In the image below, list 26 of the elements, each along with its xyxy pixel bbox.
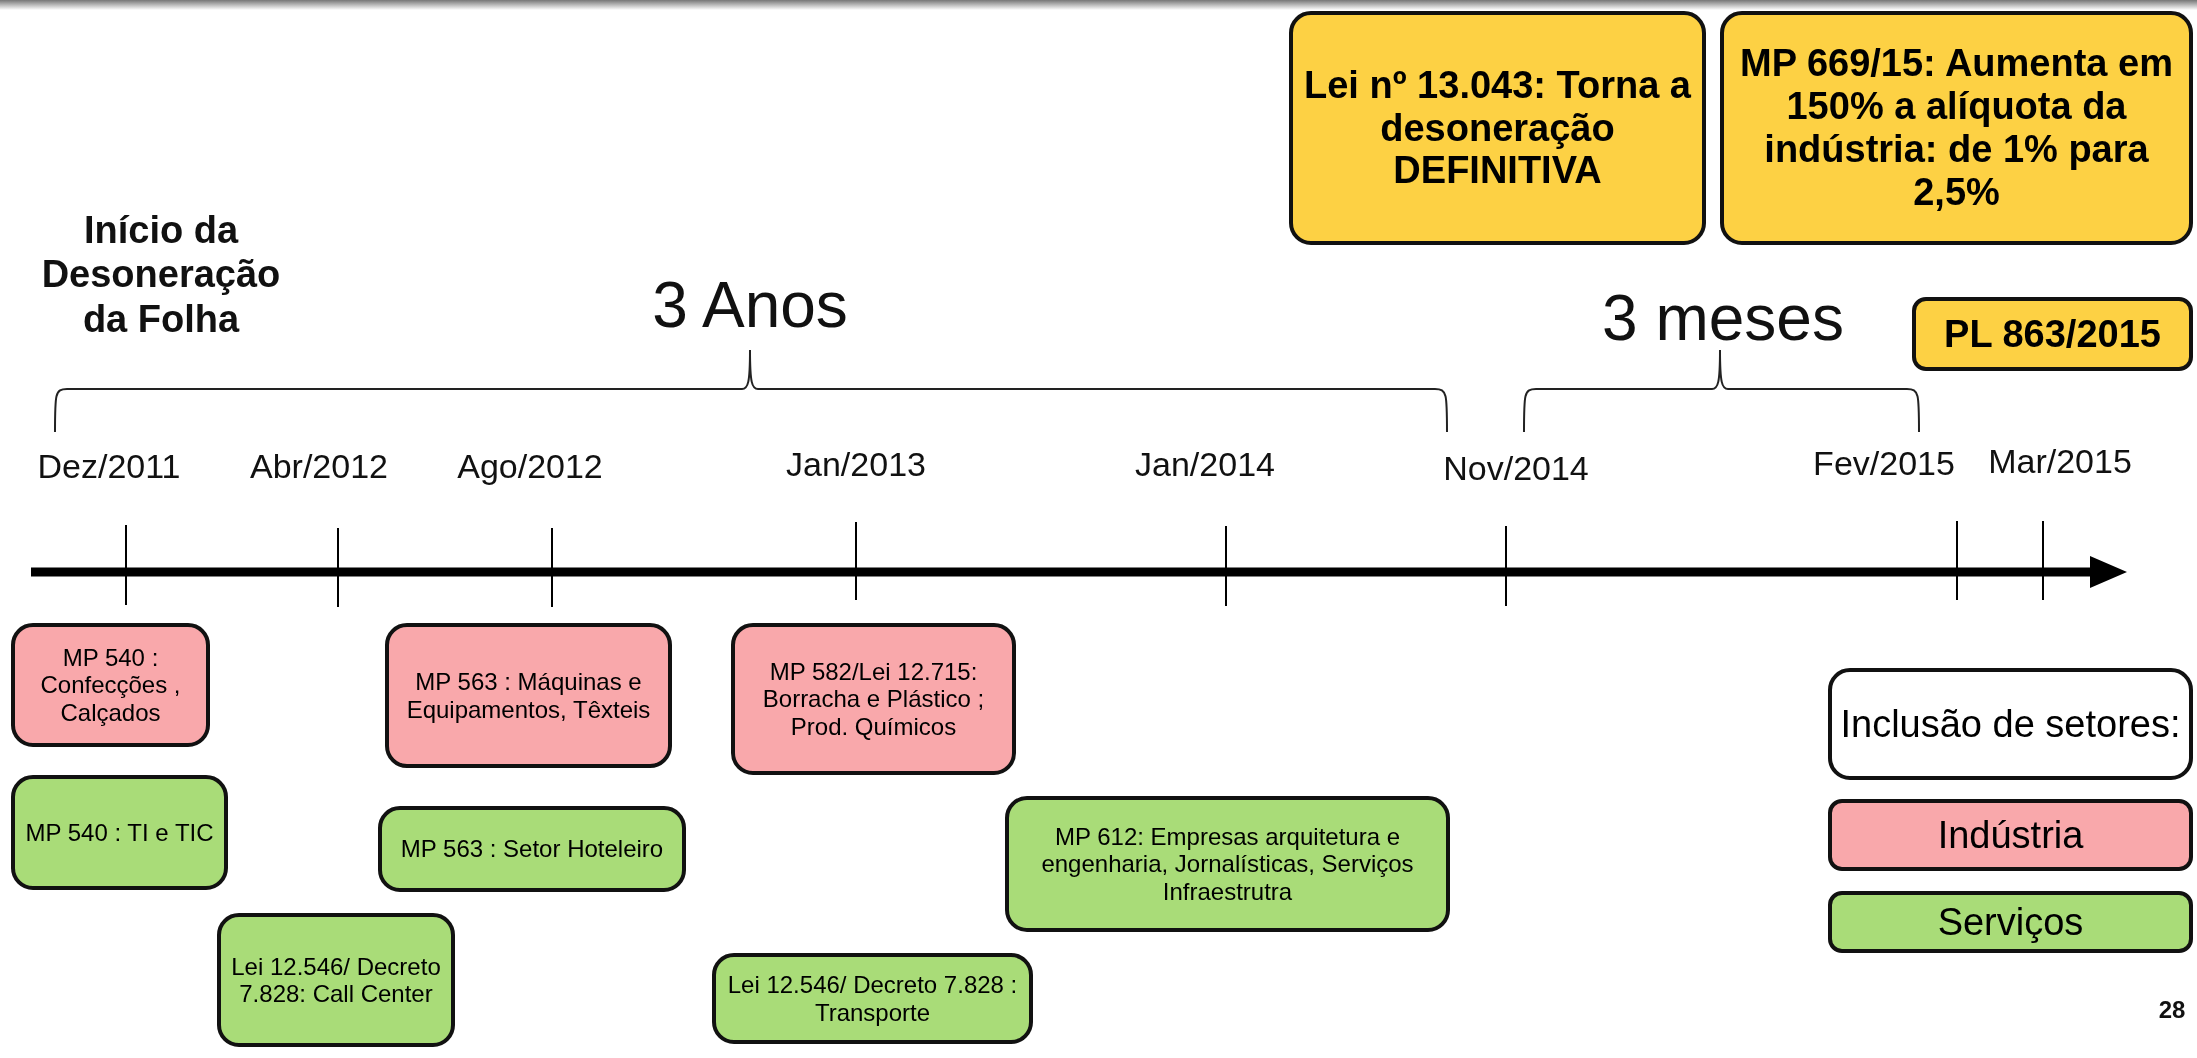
heading-label: Início da Desoneração da Folha	[40, 208, 282, 342]
sector-box: MP 563 : Setor Hoteleiro	[378, 806, 686, 892]
date-label: Jan/2014	[1135, 446, 1275, 484]
page-number: 28	[2158, 996, 2186, 1024]
date-label: Jan/2013	[786, 446, 926, 484]
sector-box: MP 540 : Confecções , Calçados	[11, 623, 210, 747]
legend-heading-box: Inclusão de setores:	[1828, 668, 2193, 780]
legend-swatch: Serviços	[1828, 891, 2193, 953]
duration-label: 3 Anos	[652, 269, 848, 341]
bill-box: PL 863/2015	[1912, 297, 2193, 371]
sector-box: Lei 12.546/ Decreto 7.828: Call Center	[217, 913, 455, 1047]
law-box: Lei nº 13.043: Torna a desoneração DEFINITIVA	[1289, 11, 1706, 245]
date-label: Nov/2014	[1443, 450, 1589, 488]
law-box: MP 669/15: Aumenta em 150% a alíquota da indústria: de 1% para 2,5%	[1720, 11, 2193, 245]
duration-label: 3 meses	[1602, 282, 1844, 354]
date-label: Dez/2011	[37, 448, 181, 486]
sector-box: MP 582/Lei 12.715: Borracha e Plástico ; Prod. Químicos	[731, 623, 1016, 775]
date-label: Ago/2012	[457, 448, 603, 486]
date-label: Mar/2015	[1988, 443, 2132, 481]
date-label: Fev/2015	[1813, 445, 1955, 483]
date-label: Abr/2012	[250, 448, 388, 486]
legend-swatch: Indústria	[1828, 799, 2193, 871]
sector-box: MP 563 : Máquinas e Equipamentos, Têxteis	[385, 623, 672, 768]
sector-box: MP 612: Empresas arquitetura e engenharia, Jornalísticas, Serviços Infraestrutra	[1005, 796, 1450, 932]
sector-box: MP 540 : TI e TIC	[11, 775, 228, 890]
sector-box: Lei 12.546/ Decreto 7.828 : Transporte	[712, 953, 1033, 1044]
